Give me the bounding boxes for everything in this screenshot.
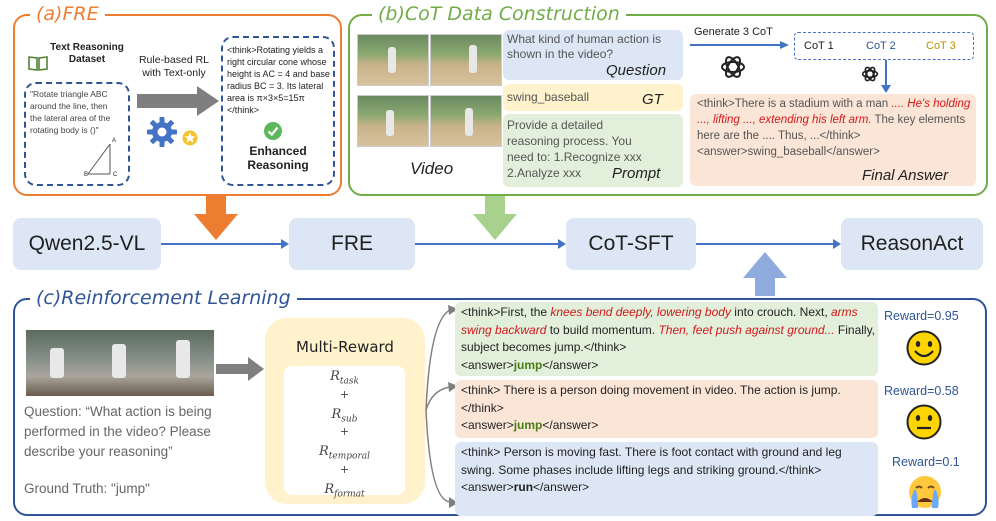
multi-reward-title: Multi-Reward [296,338,394,356]
openai-logo-icon [721,56,745,78]
response-2-text: <think> There is a person doing movement… [461,383,841,432]
fre-dataset-label: Text Reasoning Dataset [50,42,124,65]
final-pre: <think>There is a stadium with a man [697,98,892,110]
stage-cot-sft: CoT-SFT [566,218,696,270]
gt-value: swing_baseball [507,90,590,104]
video-frame-1 [357,34,429,86]
fre-think-box [221,36,335,186]
cot-list-box [794,32,974,60]
prompt-box [503,114,683,187]
final-answer-text: <think>There is a stadium with a man ...… [697,96,973,160]
tri-label-b: B [84,172,89,178]
fre-result-label: Enhanced Reasoning [247,144,309,172]
fre-example-text: "Rotate triangle ABC around the line, th… [30,89,111,135]
prompt-tag: Prompt [612,165,661,182]
stage-reasonact: ReasonAct [841,218,983,270]
down-arrow-blue [881,60,891,93]
star-badge-icon [182,130,198,146]
to-reward-arrow [216,357,264,381]
crying-emoji-icon [909,476,941,508]
video-frame-3 [357,95,429,147]
final-answer-box [690,94,976,186]
cot-item-2: CoT 2 [866,40,896,52]
stage-qwen: Qwen2.5-VL [13,218,161,270]
prompt-text: Provide a detailed reasoning process. Yo… [507,118,642,180]
question-tag: Question [606,62,667,79]
response-1-text: <think>First, the knees bend deeply, low… [461,305,876,372]
rl-title: (c)Reinforcement Learning [30,288,297,308]
cot-item-1: CoT 1 [804,40,834,52]
gt-tag: GT [642,91,663,108]
cot-title: (b)CoT Data Construction [372,4,626,24]
openai-logo-small-icon [861,66,879,82]
rl-video-frame-3 [152,330,214,396]
cot-panel [348,14,988,196]
reward-2: Reward=0.58 [884,384,959,398]
neutral-emoji-icon [906,404,942,440]
final-red: .... He's holding ..., lifting ..., exte… [697,98,971,126]
smile-emoji-icon [906,330,942,366]
fre-title: (a)FRE [30,4,105,24]
fre-dataset-box [24,82,130,186]
video-frame-4 [430,95,502,147]
check-icon [264,122,282,140]
generate-label: Generate 3 CoT [694,26,773,38]
reward-formula-box [284,366,405,495]
branch-arrows [425,305,458,508]
final-post: The key elements here are the .... Thus,… [697,114,966,158]
video-tag: Video [410,159,454,178]
response-3-box [455,442,878,516]
gear-icon [147,117,177,147]
tri-label-c: C [113,172,118,178]
cot-item-3: CoT 3 [926,40,956,52]
question-text: What kind of human action is shown in th… [507,32,662,61]
fre-panel [13,14,342,196]
pipeline-arrows [161,196,841,296]
book-icon [28,56,48,71]
triangle-figure [87,143,111,175]
reward-3: Reward=0.1 [892,455,960,469]
right-arrow-gray [137,86,219,116]
video-frame-2 [430,34,502,86]
reward-1: Reward=0.95 [884,309,959,323]
rl-question: Question: “What action is being performe… [24,404,212,459]
stage-fre: FRE [289,218,415,270]
response-2-box [455,380,878,438]
rl-video-frame-1 [26,330,90,396]
tri-label-a: A [112,138,117,144]
reward-formula: Rtask + Rsub + Rtemporal + Rformat [319,369,370,500]
generate-arrow [690,41,789,49]
response-1-box [455,302,878,376]
final-answer-tag: Final Answer [862,167,949,184]
response-3-text: <think> Person is moving fast. There is … [461,445,842,494]
rl-ground-truth: Ground Truth: "jump" [24,481,150,496]
rl-video-frame-2 [90,330,152,396]
fre-rl-label: Rule-based RL with Text-only [138,54,210,79]
question-box [503,30,683,80]
gt-box [503,84,683,111]
fre-think-text: <think>Rotating yields a right circular … [227,45,330,115]
